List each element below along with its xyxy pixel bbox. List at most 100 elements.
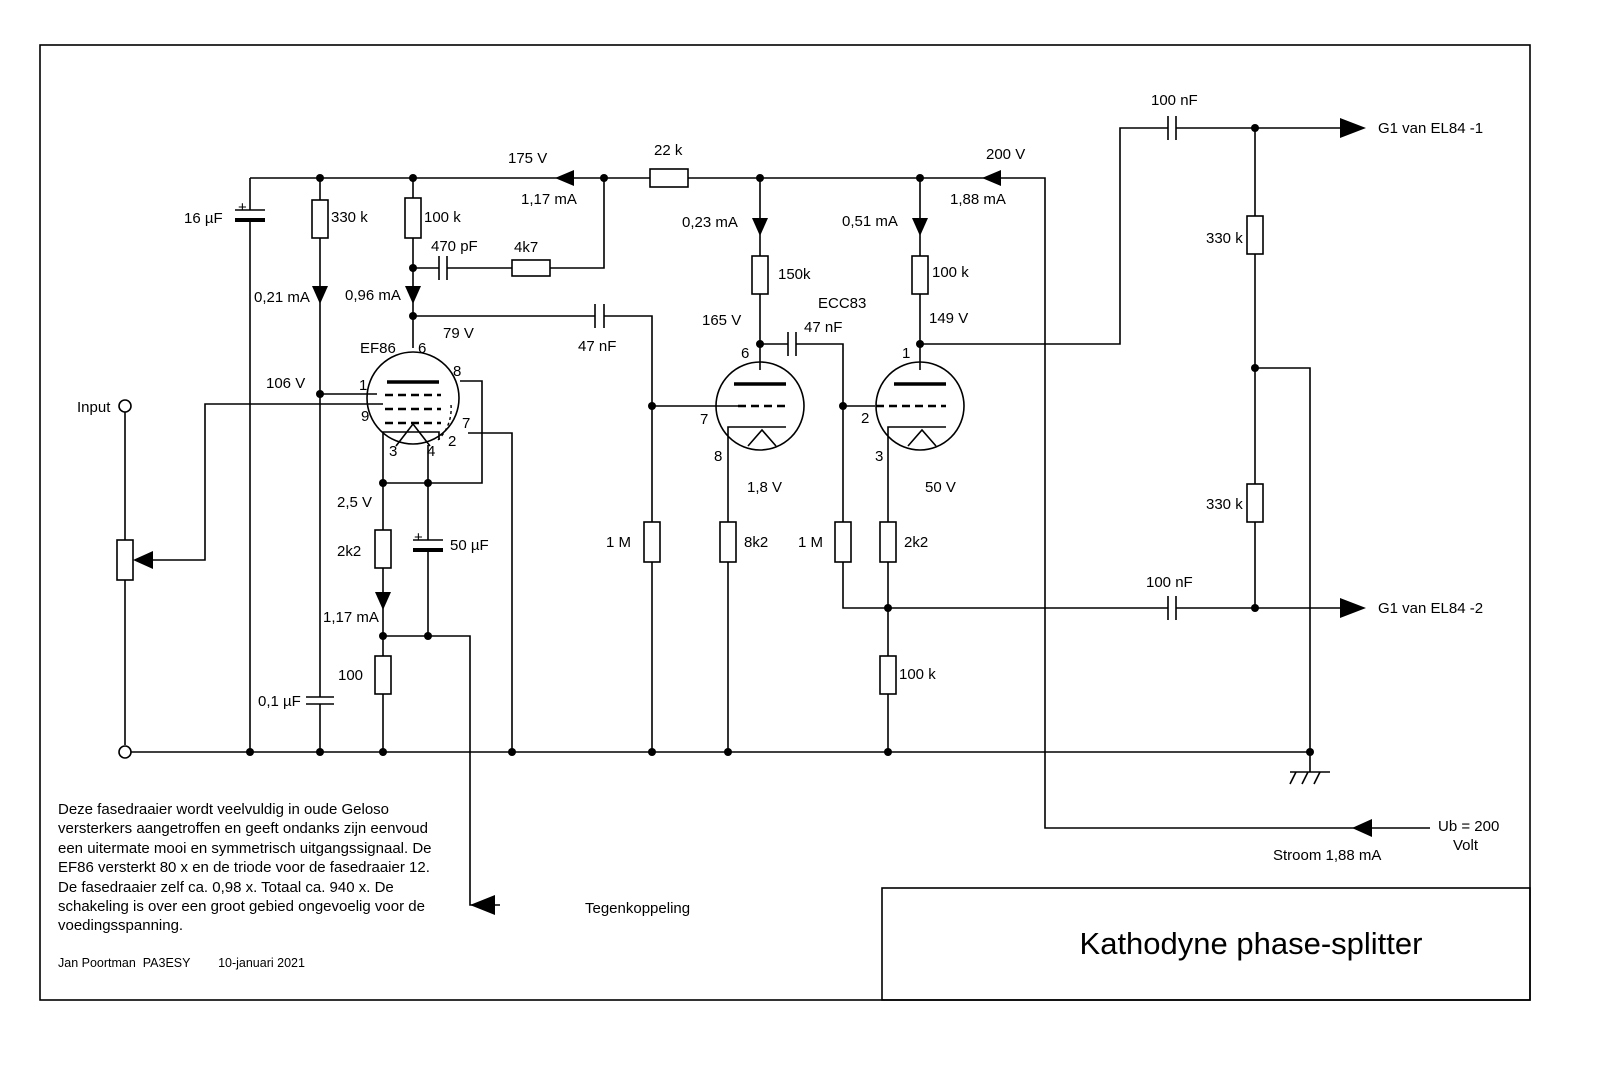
- capacitors: [235, 116, 1177, 705]
- voltage-2-5: 2,5 V: [337, 494, 372, 511]
- resistor-100k-cathode: [879, 655, 897, 695]
- current-0-51: 0,51 mA: [842, 213, 898, 230]
- arrows: [133, 118, 1372, 915]
- resistor-4k7: [511, 259, 551, 277]
- pin-label: 7: [462, 415, 470, 432]
- tube-ecc83-section-1: [715, 361, 805, 451]
- value-47nf-b: 47 nF: [804, 319, 842, 336]
- value-8k2: 8k2: [744, 534, 768, 551]
- resistor-330k: [311, 199, 329, 239]
- voltage-200: 200 V: [986, 146, 1025, 163]
- supply-current-label: Stroom 1,88 mA: [1273, 847, 1381, 864]
- resistor-100k-anode: [911, 255, 929, 295]
- current-1-17-top: 1,17 mA: [521, 191, 577, 208]
- author: Jan Poortman PA3ESY: [58, 956, 191, 970]
- pin-label: 2: [448, 433, 456, 450]
- current-0-21: 0,21 mA: [254, 289, 310, 306]
- resistor-2k2-ef86: [374, 529, 392, 569]
- output-2-label: G1 van EL84 -2: [1378, 600, 1483, 617]
- tube-label-ef86: EF86: [360, 340, 396, 357]
- junctions: [246, 124, 1314, 756]
- value-2k2-ef86: 2k2: [337, 543, 361, 560]
- voltage-106: 106 V: [266, 375, 305, 392]
- resistors: [116, 168, 1264, 695]
- supply-unit-label: Volt: [1453, 837, 1479, 854]
- pin-label: 1: [359, 377, 367, 394]
- supply-label: Ub = 200: [1438, 818, 1499, 835]
- diagram-title: Kathodyne phase-splitter: [1079, 926, 1423, 961]
- feedback-label: Tegenkoppeling: [585, 900, 690, 917]
- value-330k-bottom: 330 k: [1206, 496, 1243, 513]
- current-0-23: 0,23 mA: [682, 214, 738, 231]
- pin-label: 8: [453, 363, 461, 380]
- voltage-50: 50 V: [925, 479, 956, 496]
- wires: [124, 127, 1430, 906]
- tube-label-ecc83: ECC83: [818, 295, 866, 312]
- current-arrow-023: [752, 218, 768, 236]
- author-line: Jan Poortman PA3ESY 10-januari 2021: [58, 956, 305, 970]
- current-1-88: 1,88 mA: [950, 191, 1006, 208]
- value-150k: 150k: [778, 266, 811, 283]
- pin-label: 3: [389, 443, 397, 460]
- value-100nf-b: 100 nF: [1146, 574, 1193, 591]
- voltage-149: 149 V: [929, 310, 968, 327]
- value-4k7: 4k7: [514, 239, 538, 256]
- title-block: [881, 887, 1531, 1001]
- value-330k-top: 330 k: [1206, 230, 1243, 247]
- current-arrow-200: [982, 170, 1001, 186]
- ground-terminal[interactable]: [118, 745, 132, 759]
- feedback-arrow: [470, 895, 495, 915]
- value-1m-b: 1 M: [798, 534, 823, 551]
- resistor-22k: [649, 168, 689, 188]
- voltage-79: 79 V: [443, 325, 474, 342]
- voltage-1-8: 1,8 V: [747, 479, 782, 496]
- value-100k-cathode: 100 k: [899, 666, 936, 683]
- wiper-arrow: [133, 551, 153, 569]
- tube-ef86: [366, 351, 460, 447]
- drawing-frame: [39, 44, 1531, 1001]
- current-arrow-021: [312, 286, 328, 304]
- labels: EF86 ECC83 6 1 8 9 7 3 4 2 6 7 8 1 2 3 1…: [77, 92, 1499, 917]
- value-1m-a: 1 M: [606, 534, 631, 551]
- pin-label: 2: [861, 410, 869, 427]
- value-47nf-a: 47 nF: [578, 338, 616, 355]
- current-arrow-096: [405, 286, 421, 304]
- pin-label: 6: [418, 340, 426, 357]
- resistor-150k: [751, 255, 769, 295]
- voltage-165: 165 V: [702, 312, 741, 329]
- pin-label: 8: [714, 448, 722, 465]
- pin-label: 9: [361, 408, 369, 425]
- current-1-17-cathode: 1,17 mA: [323, 609, 379, 626]
- pin-label: 3: [875, 448, 883, 465]
- value-330k: 330 k: [331, 209, 368, 226]
- value-100k-ef86: 100 k: [424, 209, 461, 226]
- value-16uf: 16 µF: [184, 210, 223, 227]
- pin-label: 6: [741, 345, 749, 362]
- value-22k: 22 k: [654, 142, 683, 159]
- tube-ecc83-section-2: [875, 361, 965, 451]
- input-label: Input: [77, 399, 111, 416]
- output-arrow-1: [1340, 118, 1366, 138]
- input-terminal[interactable]: [118, 399, 132, 413]
- pin-label: 4: [427, 443, 435, 460]
- value-470pf: 470 pF: [431, 238, 478, 255]
- value-100: 100: [338, 667, 363, 684]
- value-2k2-cathode: 2k2: [904, 534, 928, 551]
- current-arrow-051: [912, 218, 928, 236]
- polarity-mark: +: [414, 529, 423, 546]
- resistor-1m-b: [834, 521, 852, 563]
- resistor-330k-top: [1246, 215, 1264, 255]
- resistor-100k-ef86: [404, 197, 422, 239]
- current-arrow-175: [555, 170, 574, 186]
- output-arrow-2: [1340, 598, 1366, 618]
- output-1-label: G1 van EL84 -1: [1378, 120, 1483, 137]
- resistor-8k2: [719, 521, 737, 563]
- value-0-1uf: 0,1 µF: [258, 693, 301, 710]
- value-100nf-a: 100 nF: [1151, 92, 1198, 109]
- pin-label: 1: [902, 345, 910, 362]
- supply-arrow: [1352, 819, 1372, 837]
- resistor-330k-bottom: [1246, 483, 1264, 523]
- pin-label: 7: [700, 411, 708, 428]
- value-100k-anode: 100 k: [932, 264, 969, 281]
